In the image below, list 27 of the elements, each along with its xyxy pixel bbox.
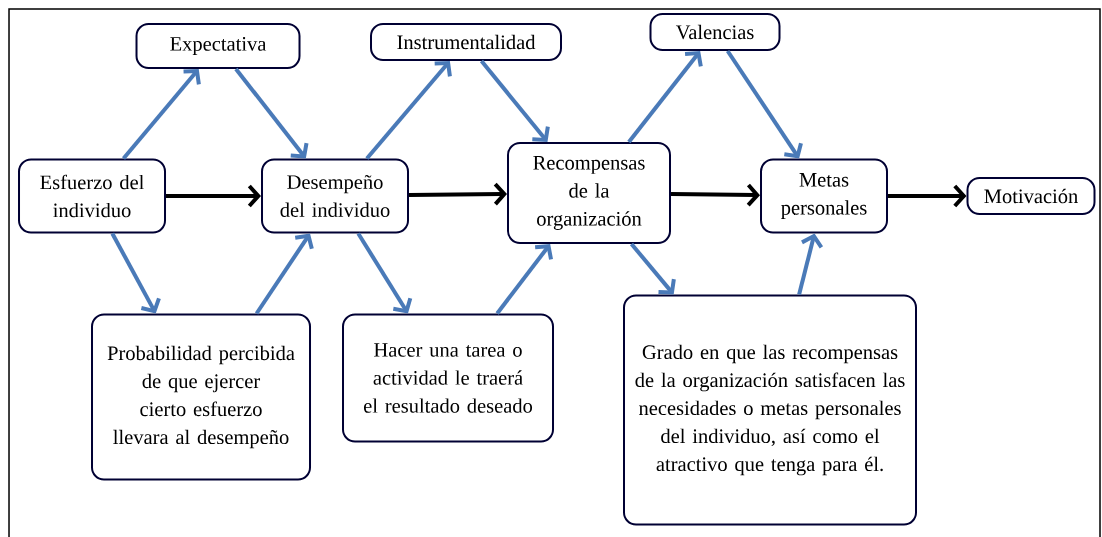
- arrow: [725, 49, 803, 159]
- process-box: Motivación: [966, 177, 1096, 215]
- process-box: Valencias: [649, 13, 781, 51]
- process-box: Probabilidad percibida de que ejercer cierto esfuerzo llevara al desempeño: [91, 313, 311, 481]
- arrow: [110, 232, 161, 314]
- arrow: [234, 67, 309, 159]
- arrow: [409, 182, 507, 206]
- arrow: [671, 183, 760, 207]
- arrow: [797, 233, 824, 295]
- arrow: [254, 233, 314, 315]
- process-box: Expectativa: [135, 23, 301, 69]
- process-box: Esfuerzo del individuo: [18, 158, 166, 234]
- arrow: [479, 59, 550, 142]
- arrow: [356, 232, 413, 314]
- process-box: Metas personales: [760, 158, 888, 234]
- arrow: [166, 184, 261, 208]
- arrow: [629, 242, 676, 295]
- process-box: Hacer una tarea o actividad le traerá el resultado deseado: [342, 313, 554, 443]
- process-box: Instrumentalidad: [370, 23, 562, 61]
- process-box: Grado en que las recompensas de la organización satisfacen las necesidades o metas personales del individuo, así como el atractivo que tenga para él.: [623, 294, 917, 526]
- process-box: Recompensas de la organización: [507, 142, 671, 244]
- arrow: [627, 51, 703, 144]
- process-box: Desempeño del individuo: [261, 158, 409, 234]
- arrow: [122, 69, 201, 160]
- arrow: [888, 184, 967, 208]
- arrow: [365, 61, 452, 160]
- arrow: [495, 244, 553, 315]
